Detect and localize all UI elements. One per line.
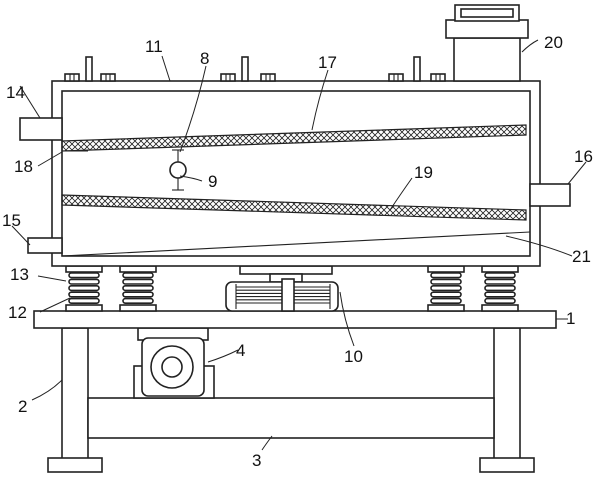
label-15: 15 [2, 211, 21, 230]
vibration-motor [225, 265, 339, 312]
upper-screen-mesh [61, 124, 527, 152]
label-4: 4 [236, 341, 245, 360]
spring [427, 265, 465, 312]
inlet-pipe-left [19, 117, 63, 141]
vib-center-band [281, 278, 295, 312]
label-2: 2 [18, 397, 27, 416]
bottom-motor [133, 327, 215, 399]
label-3: 3 [252, 451, 261, 470]
label-11: 11 [145, 37, 163, 56]
box-inner [61, 90, 531, 257]
label-12: 12 [8, 303, 27, 322]
left-leg [61, 327, 89, 461]
hopper-body [453, 37, 521, 82]
leader-lines [11, 39, 587, 451]
part-labels: 11 8 17 20 14 16 18 9 19 15 21 13 12 1 4… [2, 33, 593, 470]
nut [100, 73, 116, 82]
vib-top-plate [239, 265, 333, 275]
right-leg [493, 327, 521, 461]
support-frame [47, 327, 535, 473]
top-bolts [64, 56, 446, 82]
right-foot [479, 457, 535, 473]
hopper-slot [460, 8, 514, 18]
outlet-pipe-right [529, 183, 571, 207]
label-21: 21 [572, 247, 591, 266]
nut [64, 73, 80, 82]
nut [260, 73, 276, 82]
spring [119, 265, 157, 312]
label-20: 20 [544, 33, 563, 52]
spring [481, 265, 519, 312]
hopper-cap [445, 19, 529, 39]
rapper-ball [169, 161, 187, 179]
motor-hub [161, 356, 183, 378]
label-19: 19 [414, 163, 433, 182]
crossbar [87, 397, 495, 439]
label-10: 10 [344, 347, 363, 366]
platform [33, 310, 557, 329]
spring [65, 265, 103, 312]
label-9: 9 [208, 172, 217, 191]
feed-hopper [445, 4, 529, 82]
nut [430, 73, 446, 82]
left-foot [47, 457, 103, 473]
label-17: 17 [318, 53, 337, 72]
label-18: 18 [14, 157, 33, 176]
label-13: 13 [10, 265, 29, 284]
springs [65, 265, 519, 312]
nut [220, 73, 236, 82]
nut [388, 73, 404, 82]
outlet-pipe-bottom [27, 237, 63, 254]
rapper [169, 149, 187, 191]
label-16: 16 [574, 147, 593, 166]
label-1: 1 [566, 309, 575, 328]
discharge-plate [61, 231, 531, 257]
screen-box [51, 80, 541, 267]
label-8: 8 [200, 49, 209, 68]
lower-screen-mesh [61, 194, 527, 221]
label-14: 14 [6, 83, 25, 102]
